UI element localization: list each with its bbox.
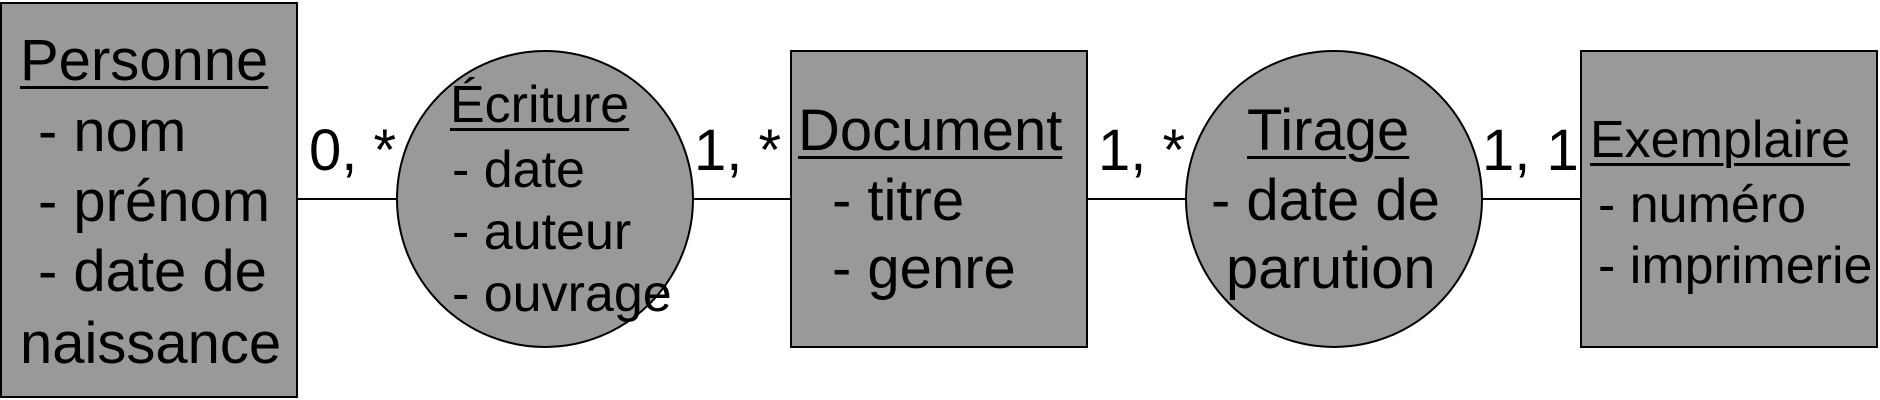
entity-document: Document - titre - genre <box>790 50 1088 348</box>
entity-exemplaire-attribute-numero: - numéro <box>1598 176 1807 234</box>
entity-exemplaire-title: Exemplaire <box>1590 111 1851 169</box>
cardinality-ecriture-document: 1, * <box>694 118 782 183</box>
relationship-ecriture-attribute-auteur: - auteur <box>452 203 632 261</box>
entity-document-content: Document - titre - genre <box>792 52 1086 346</box>
entity-personne-attribute-naissance: naissance <box>20 311 282 376</box>
connector-tirage-exemplaire <box>1482 198 1582 200</box>
relationship-tirage: Tirage - date de parution <box>1185 50 1483 348</box>
entity-document-title: Document <box>798 98 1063 163</box>
cardinality-document-tirage: 1, * <box>1098 118 1186 183</box>
connector-ecriture-document <box>692 198 792 200</box>
entity-document-attribute-genre: - genre <box>832 236 1016 301</box>
entity-personne-attribute-prenom: - prénom <box>38 169 271 234</box>
entity-personne-title: Personne <box>20 28 269 93</box>
connector-personne-ecriture <box>298 198 398 200</box>
relationship-ecriture-attribute-ouvrage: - ouvrage <box>452 265 672 323</box>
relationship-ecriture-title: Écriture <box>450 76 630 134</box>
relationship-tirage-attribute-date-de: - date de <box>1211 168 1440 233</box>
connector-document-tirage <box>1087 198 1187 200</box>
entity-exemplaire-content: Exemplaire - numéro - imprimerie <box>1582 52 1876 346</box>
entity-exemplaire: Exemplaire - numéro - imprimerie <box>1580 50 1878 348</box>
relationship-ecriture-content: Écriture - date - auteur - ouvrage <box>398 52 692 346</box>
relationship-tirage-content: Tirage - date de parution <box>1187 52 1481 346</box>
entity-personne-content: Personne - nom - prénom - date de naissa… <box>2 4 296 396</box>
relationship-ecriture-attribute-date: - date <box>452 141 585 199</box>
cardinality-tirage-exemplaire: 1, 1 <box>1482 118 1579 183</box>
entity-exemplaire-attribute-imprimerie: - imprimerie <box>1598 237 1873 295</box>
entity-personne-attribute-date-de: - date de <box>38 239 267 304</box>
cardinality-personne-ecriture: 0, * <box>309 118 397 183</box>
entity-personne-attribute-nom: - nom <box>38 99 187 164</box>
entity-document-attribute-titre: - titre <box>832 168 965 233</box>
entity-personne: Personne - nom - prénom - date de naissa… <box>0 2 298 398</box>
relationship-tirage-title: Tirage <box>1247 98 1410 163</box>
relationship-ecriture: Écriture - date - auteur - ouvrage <box>396 50 694 348</box>
relationship-tirage-attribute-parution: parution <box>1226 236 1436 301</box>
